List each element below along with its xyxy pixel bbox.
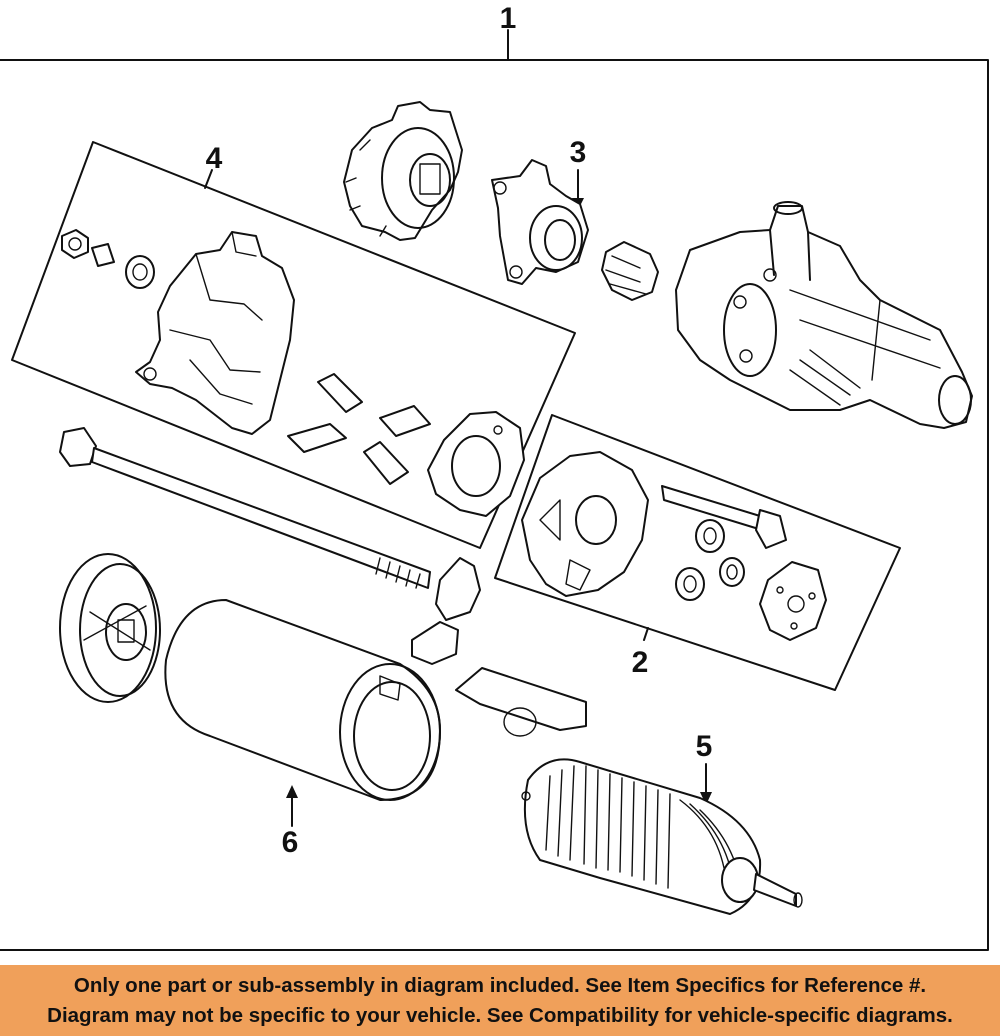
end-cover-plate xyxy=(521,451,649,597)
rear-end-frame xyxy=(59,553,161,703)
brush-holder xyxy=(135,231,295,435)
callout-5-arrow xyxy=(700,763,712,805)
disclaimer-line-1: Only one part or sub-assembly in diagram… xyxy=(73,973,927,997)
brush-plate xyxy=(427,411,525,517)
through-bolt xyxy=(59,427,431,589)
starter-exploded-diagram: 1 4 2 3 5 6 xyxy=(0,2,989,951)
brushes xyxy=(287,373,431,485)
end-cover-box xyxy=(494,414,901,691)
callout-6-arrow xyxy=(286,785,298,827)
callout-4: 4 xyxy=(206,142,223,175)
internal-gear xyxy=(343,101,463,241)
assembly-frame xyxy=(0,29,989,951)
end-cover-hardware xyxy=(661,485,827,641)
callout-3: 3 xyxy=(570,136,587,169)
callout-1: 1 xyxy=(500,2,517,35)
callout-6: 6 xyxy=(282,826,299,859)
armature xyxy=(521,758,803,915)
yoke xyxy=(164,599,441,801)
front-housing xyxy=(675,201,973,429)
callout-2: 2 xyxy=(632,646,649,679)
brush-spring-holder xyxy=(411,557,481,665)
pinion-housing xyxy=(491,159,589,285)
small-hardware xyxy=(61,229,155,289)
callout-5: 5 xyxy=(696,730,713,763)
brush-holder-box xyxy=(11,141,576,549)
grommet xyxy=(601,241,659,301)
disclaimer-line-2: Diagram may not be specific to your vehi… xyxy=(47,1003,953,1027)
disclaimer-banner: Only one part or sub-assembly in diagram… xyxy=(0,965,1000,1036)
spacer-bracket xyxy=(455,667,587,737)
